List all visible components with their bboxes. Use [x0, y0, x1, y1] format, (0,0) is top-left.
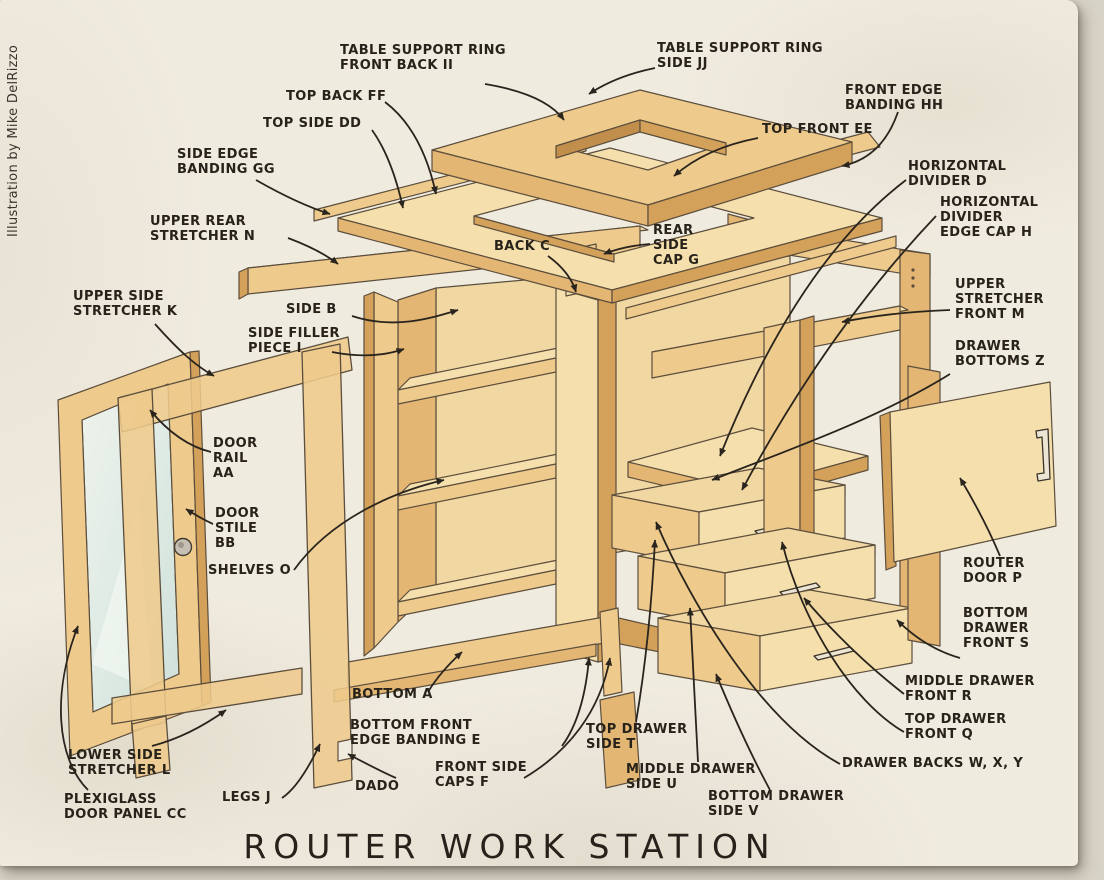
label-bottom-drawer-front: BOTTOM DRAWER FRONT S: [963, 606, 1030, 651]
part-bottom-drawer: [657, 589, 913, 692]
label-table-support-ring-side: TABLE SUPPORT RING SIDE JJ: [657, 41, 823, 71]
label-horizontal-divider-edge-cap: HORIZONTAL DIVIDER EDGE CAP H: [940, 195, 1039, 240]
label-dado: DADO: [355, 779, 400, 794]
illustration-credit: Illustration by Mike DelRizzo: [6, 44, 21, 237]
label-side: SIDE B: [286, 302, 337, 317]
label-top-back: TOP BACK FF: [286, 89, 387, 104]
exploded-view-drawing: [57, 67, 1057, 799]
label-middle-drawer-front: MIDDLE DRAWER FRONT R: [905, 674, 1035, 704]
label-shelves: SHELVES O: [208, 563, 292, 578]
label-middle-drawer-side: MIDDLE DRAWER SIDE U: [626, 762, 756, 792]
label-bottom-front-edge-banding: BOTTOM FRONT EDGE BANDING E: [350, 718, 481, 748]
label-side-filler-piece: SIDE FILLER PIECE I: [248, 326, 340, 356]
label-front-edge-banding: FRONT EDGE BANDING HH: [845, 83, 944, 113]
part-side-b-stile: [363, 273, 617, 663]
label-front-side-caps: FRONT SIDE CAPS F: [435, 760, 528, 790]
label-top-drawer-side: TOP DRAWER SIDE T: [586, 722, 688, 752]
label-plexiglass-door-panel: PLEXIGLASS DOOR PANEL CC: [64, 792, 187, 822]
part-router-door: [879, 365, 1057, 647]
label-top-drawer-front: TOP DRAWER FRONT Q: [905, 712, 1007, 742]
label-door-stile: DOOR STILE BB: [215, 506, 260, 551]
paper-sheet: TABLE SUPPORT RING FRONT BACK II TABLE S…: [0, 0, 1078, 866]
label-back: BACK C: [494, 239, 551, 254]
label-upper-stretcher-front: UPPER STRETCHER FRONT M: [955, 277, 1044, 322]
label-bottom-drawer-side: BOTTOM DRAWER SIDE V: [708, 789, 845, 819]
leader-arrows: [60, 67, 1001, 799]
label-router-door: ROUTER DOOR P: [963, 556, 1025, 586]
label-horizontal-divider: HORIZONTAL DIVIDER D: [908, 159, 1007, 189]
diagram-title: ROUTER WORK STATION: [243, 827, 777, 866]
label-upper-side-stretcher: UPPER SIDE STRETCHER K: [73, 289, 178, 319]
label-rear-side-cap: REAR SIDE CAP G: [653, 223, 700, 268]
label-top-side: TOP SIDE DD: [263, 116, 362, 131]
label-top-front: TOP FRONT EE: [762, 122, 873, 137]
label-side-edge-banding: SIDE EDGE BANDING GG: [177, 147, 275, 177]
label-drawer-bottoms: DRAWER BOTTOMS Z: [955, 339, 1045, 369]
label-table-support-ring-front-back: TABLE SUPPORT RING FRONT BACK II: [340, 43, 506, 73]
label-lower-side-stretcher: LOWER SIDE STRETCHER L: [68, 748, 171, 778]
label-bottom: BOTTOM A: [352, 687, 433, 702]
label-legs: LEGS J: [222, 790, 271, 805]
label-upper-rear-stretcher: UPPER REAR STRETCHER N: [150, 214, 256, 244]
label-door-rail: DOOR RAIL AA: [213, 436, 258, 481]
part-table-support-ring: [431, 89, 853, 227]
label-drawer-backs: DRAWER BACKS W, X, Y: [842, 756, 1024, 771]
